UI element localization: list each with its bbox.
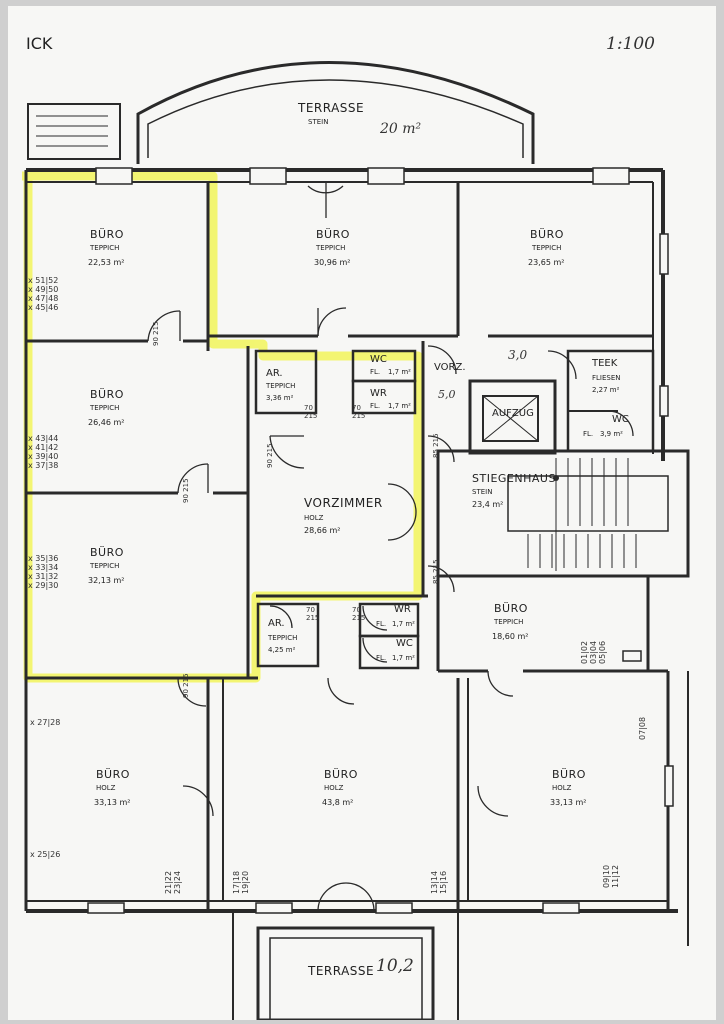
wc-low-name: WC (396, 638, 413, 649)
wr-low-name: WR (394, 604, 411, 615)
office-e-mid-area: 18,60 m² (492, 632, 529, 641)
office-w-low-name: BÜRO (90, 546, 124, 559)
office-s-center-area: 43,8 m² (322, 798, 354, 807)
sheet-title-fragment: ICK (26, 34, 53, 53)
wc-low-floor: FL. (376, 654, 387, 662)
office-sw-floor: HOLZ (96, 784, 116, 792)
stairs-floor: STEIN (472, 488, 493, 496)
wc-teek-name: WC (612, 414, 629, 425)
tally-center-right: 13|14 15|16 (430, 870, 448, 894)
office-e-mid-name: BÜRO (494, 602, 528, 615)
terrace-top-floor: STEIN (308, 118, 329, 126)
office-w-mid-floor: TEPPICH (90, 404, 120, 412)
windows (87, 167, 674, 914)
door-dim-w-mid: 90 215 (182, 478, 190, 503)
tally-sw-right: 21|22 23|24 (164, 870, 182, 894)
office-n-center-area: 30,96 m² (314, 258, 351, 267)
hall-area: 28,66 m² (304, 526, 341, 535)
storage-top-floor: TEPPICH (266, 382, 296, 390)
highlighted-unit-outline (22, 171, 423, 683)
stairs-area: 23,4 m² (472, 500, 504, 509)
office-ne-floor: TEPPICH (532, 244, 562, 252)
office-sw-area: 33,13 m² (94, 798, 131, 807)
office-n-center-floor: TEPPICH (316, 244, 346, 252)
wr-top-name: WR (370, 388, 387, 399)
teek-floor: FLIESEN (592, 374, 621, 382)
tally-nw: x 51|52 x 49|50 x 47|48 x 45|46 (28, 276, 59, 312)
office-n-center-name: BÜRO (316, 228, 350, 241)
lift-name: AUFZUG (492, 408, 534, 419)
floor-plan-sheet: ICK 1:100 TERRASSE STEIN 20 m² BÜRO TEPP… (8, 6, 716, 1020)
storage-low-area: 4,25 m² (268, 646, 296, 654)
office-se-area: 33,13 m² (550, 798, 587, 807)
terrace-top-area: 20 m² (380, 121, 422, 137)
door-dim-stairs-top: 85 215 (432, 433, 440, 458)
storage-low-name: AR. (268, 618, 285, 629)
tally-se: 09|10 11|12 (602, 864, 620, 888)
office-nw-floor: TEPPICH (90, 244, 120, 252)
stair-direction-dot (553, 475, 559, 481)
tally-center-left: 17|18 19|20 (232, 870, 250, 894)
wc-top-name: WC (370, 354, 387, 365)
hall-name: VORZIMMER (304, 496, 383, 510)
office-w-mid-area: 26,46 m² (88, 418, 125, 427)
tally-w-mid: x 43|44 x 41|42 x 39|40 x 37|38 (28, 434, 59, 470)
walls (24, 61, 690, 1020)
office-e-mid-floor: TEPPICH (494, 618, 524, 626)
wr-top-area: 1,7 m² (388, 402, 411, 410)
wc-top-floor: FL. (370, 368, 381, 376)
vorz-note: 5,0 (438, 388, 456, 401)
door-dim-stairs-low: 85 215 (432, 559, 440, 584)
wr-top-floor: FL. (370, 402, 381, 410)
tally-e-mid: 01|02 03|04 05|06 (580, 640, 607, 664)
teek-name: TEEK (592, 358, 618, 369)
terrace-bottom-note: 10,2 (376, 956, 414, 976)
terrace-bottom-name: TERRASSE (308, 964, 375, 978)
office-s-center-floor: HOLZ (324, 784, 344, 792)
storage-top-name: AR. (266, 368, 283, 379)
storage-low-floor: TEPPICH (268, 634, 298, 642)
tally-sw-left: x 25|26 (30, 850, 61, 859)
terrace-top-name: TERRASSE (298, 101, 365, 115)
hall-floor: HOLZ (304, 514, 324, 522)
office-ne-area: 23,65 m² (528, 258, 565, 267)
wc-teek-floor: FL. (583, 430, 594, 438)
floor-plan-drawing (22, 61, 690, 1020)
wr-low-area: 1,7 m² (392, 620, 415, 628)
wc-top-area: 1,7 m² (388, 368, 411, 376)
door-swings (147, 182, 634, 912)
office-w-low-floor: TEPPICH (90, 562, 120, 570)
office-w-mid-name: BÜRO (90, 388, 124, 401)
door-dim-w-low: 90 215 (182, 673, 190, 698)
office-nw-area: 22,53 m² (88, 258, 125, 267)
wc-low-area: 1,7 m² (392, 654, 415, 662)
wr-low-floor: FL. (376, 620, 387, 628)
tally-w-low: x 35|36 x 33|34 x 31|32 x 29|30 (28, 554, 59, 590)
teek-area: 2,27 m² (592, 386, 620, 394)
stairs-name: STIEGENHAUS (472, 472, 556, 485)
office-nw-name: BÜRO (90, 228, 124, 241)
office-ne-name: BÜRO (530, 228, 564, 241)
office-sw-name: BÜRO (96, 768, 130, 781)
tally-se-top: 07|08 (638, 716, 647, 740)
office-se-floor: HOLZ (552, 784, 572, 792)
vorz-dim: 3,0 (508, 348, 528, 362)
door-dim-hall-w: 90 215 (266, 443, 274, 468)
door-dim-nw: 90 215 (152, 321, 160, 346)
wc-teek-area: 3,9 m² (600, 430, 623, 438)
fixture-box (622, 650, 642, 662)
office-s-center-name: BÜRO (324, 768, 358, 781)
office-se-name: BÜRO (552, 768, 586, 781)
tally-below: x 27|28 (30, 718, 61, 727)
scale-note: 1:100 (606, 34, 655, 54)
office-w-low-area: 32,13 m² (88, 576, 125, 585)
vorz-name: VORZ. (434, 362, 466, 373)
storage-top-area: 3,36 m² (266, 394, 294, 402)
